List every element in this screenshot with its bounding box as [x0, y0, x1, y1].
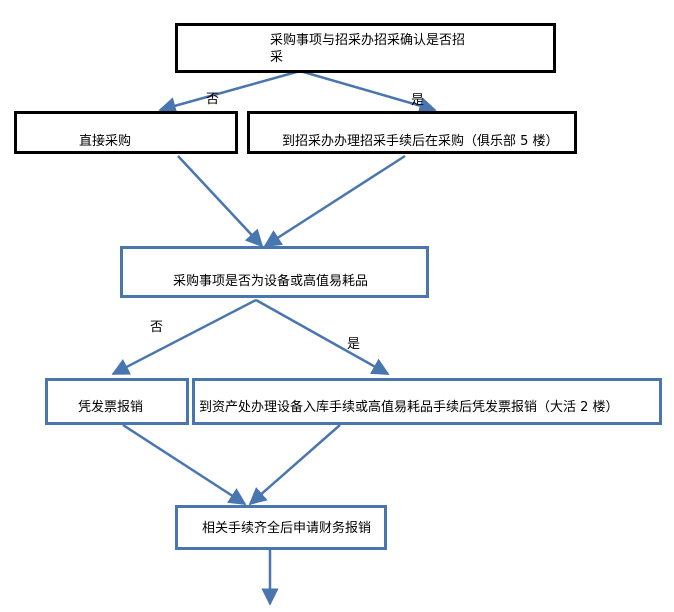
arrow-asset-to-final [248, 424, 341, 506]
box-zcb-procedure: 到招采办办理招采手续后在采购（俱乐部 5 楼） [247, 111, 577, 154]
box-zcb-procedure-text: 到招采办办理招采手续后在采购（俱乐部 5 楼） [282, 134, 559, 149]
arrow-invoice-to-final [122, 423, 247, 506]
box-equipment-decision: 采购事项是否为设备或高值易耗品 [120, 246, 429, 298]
edge-label-no-1: 否 [206, 92, 220, 107]
edge-label-no-2: 否 [150, 320, 164, 335]
box-direct-purchase: 直接采购 [14, 111, 238, 154]
box-invoice-reimburse: 凭发票报销 [45, 378, 189, 425]
box-asset-office: 到资产处办理设备入库手续或高值易耗品手续后凭发票报销（大活 2 楼） [192, 378, 662, 425]
edge-label-yes-1: 是 [411, 93, 425, 108]
arrow-direct-to-q2 [177, 155, 264, 248]
arrow-q2-to-asset [255, 298, 390, 376]
box-procurement-decision: 采购事项与招采办招采确认是否招采 [175, 23, 556, 73]
box-asset-office-text: 到资产处办理设备入库手续或高值易耗品手续后凭发票报销（大活 2 楼） [199, 400, 619, 415]
arrow-q1-to-zcb [299, 69, 437, 115]
box-equipment-decision-text: 采购事项是否为设备或高值易耗品 [173, 274, 369, 289]
box-invoice-reimburse-text: 凭发票报销 [78, 400, 144, 415]
box-procurement-decision-text: 采购事项与招采办招采确认是否招采 [270, 33, 466, 65]
arrow-zcb-to-q2 [263, 154, 406, 248]
edge-label-yes-2: 是 [347, 337, 361, 352]
box-direct-purchase-text: 直接采购 [79, 134, 132, 149]
box-apply-finance-text: 相关手续齐全后申请财务报销 [202, 521, 372, 536]
box-apply-finance: 相关手续齐全后申请财务报销 [175, 505, 387, 550]
arrow-q2-to-invoice [111, 298, 257, 376]
arrow-q1-to-direct [158, 69, 301, 115]
